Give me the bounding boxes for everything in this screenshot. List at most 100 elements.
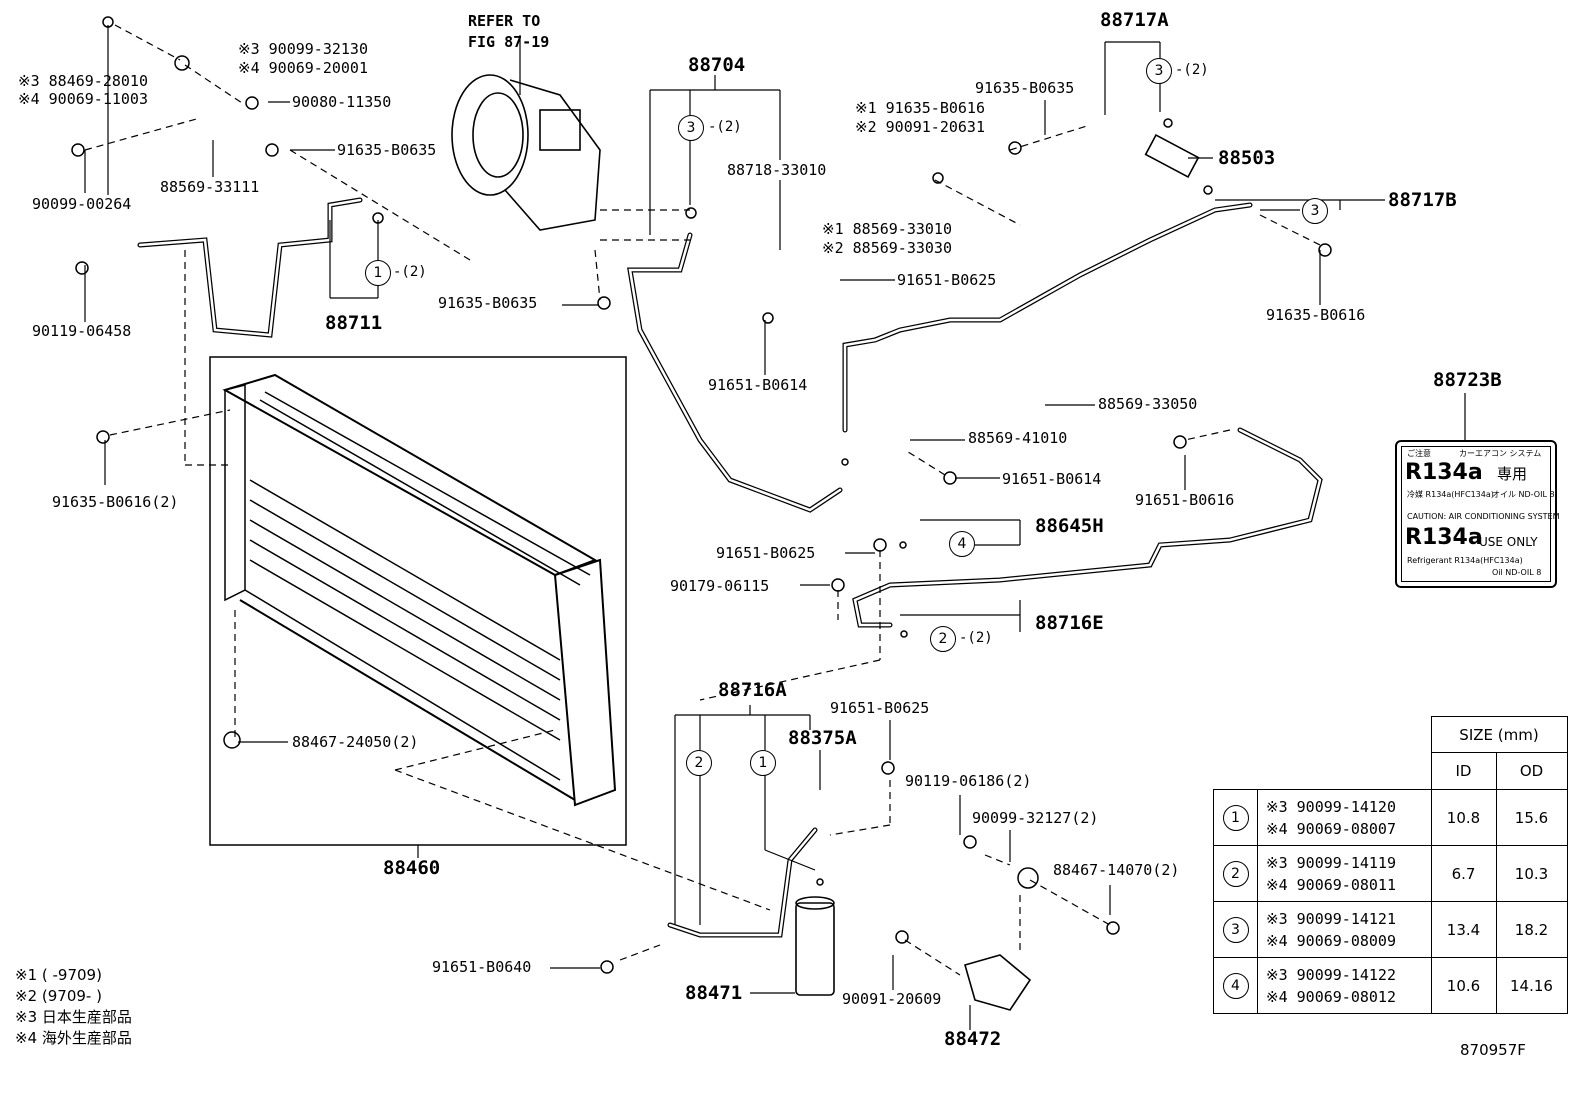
footnote-2: ※2 (9709- ): [15, 987, 102, 1005]
part-91635-B0616-s1: ※1 91635-B0616: [855, 99, 985, 117]
part-90119-06458: 90119-06458: [32, 322, 132, 340]
label-refrigerant-en: R134a: [1405, 525, 1483, 550]
label-en-suffix: USE ONLY: [1479, 535, 1538, 549]
table-row: 4 ※3 90099-14122※4 90069-08012 10.6 14.1…: [1213, 957, 1568, 1014]
part-90080-11350: 90080-11350: [292, 93, 392, 111]
part-88569-33050: 88569-33050: [1098, 395, 1198, 413]
callout-qty: -(2): [1175, 62, 1209, 78]
label-en-refrigerant-line: Refrigerant R134a(HFC134a): [1407, 556, 1523, 565]
part-91651-B0616: 91651-B0616: [1135, 491, 1235, 509]
part-90119-06186: 90119-06186(2): [905, 772, 1032, 790]
part-88717A: 88717A: [1100, 9, 1169, 31]
row-part-os: ※4 90069-08012: [1266, 987, 1396, 1006]
row-od: 15.6: [1495, 789, 1568, 846]
part-91651-B0625-a: 91651-B0625: [897, 271, 997, 289]
footnote-1: ※1 ( -9709): [15, 966, 102, 984]
callout-3: 3: [1146, 58, 1172, 84]
part-88471: 88471: [685, 982, 743, 1004]
callout-2: 2: [686, 750, 712, 776]
part-88375A: 88375A: [788, 727, 857, 749]
part-88716A: 88716A: [718, 679, 787, 701]
part-88569-33030: ※2 88569-33030: [822, 239, 952, 257]
row-id: 10.8: [1430, 789, 1497, 846]
col-od-header: OD: [1495, 752, 1568, 790]
part-91635-B0635-c: 91635-B0635: [975, 79, 1075, 97]
label-jp-system: カーエアコン システム: [1459, 449, 1542, 458]
footnote-4: ※4 海外生産部品: [15, 1029, 132, 1047]
part-90069-20001: ※4 90069-20001: [238, 59, 368, 77]
row-id: 13.4: [1430, 901, 1497, 958]
row-mark: 3: [1222, 916, 1249, 943]
row-od: 14.16: [1495, 957, 1568, 1014]
part-88718-33010: 88718-33010: [727, 161, 827, 179]
part-91651-B0614-a: 91651-B0614: [708, 376, 808, 394]
part-90091-20609: 90091-20609: [842, 990, 942, 1008]
part-88723B: 88723B: [1433, 369, 1502, 391]
row-mark: 2: [1222, 860, 1249, 887]
callout-1: 1: [365, 260, 391, 286]
part-88460: 88460: [383, 857, 441, 879]
part-88569-41010: 88569-41010: [968, 429, 1068, 447]
row-id: 6.7: [1430, 845, 1497, 902]
callout-qty: -(2): [708, 119, 742, 135]
callout-2: 2: [930, 626, 956, 652]
part-90099-32130: ※3 90099-32130: [238, 40, 368, 58]
part-88467-24050: 88467-24050(2): [292, 733, 419, 751]
footnote-3: ※3 日本生産部品: [15, 1008, 132, 1026]
part-88717B: 88717B: [1388, 189, 1457, 211]
callout-3: 3: [1302, 198, 1328, 224]
row-id: 10.6: [1430, 957, 1497, 1014]
part-91651-B0625-c: 91651-B0625: [830, 699, 930, 717]
part-88645H: 88645H: [1035, 515, 1104, 537]
row-mark: 1: [1222, 804, 1249, 831]
callout-qty: -(2): [959, 630, 993, 646]
part-88704: 88704: [688, 54, 746, 76]
figure-code: 870957F: [1460, 1041, 1526, 1059]
part-90099-00264: 90099-00264: [32, 195, 132, 213]
callout-3: 3: [678, 115, 704, 141]
row-part-jp: ※3 90099-14120: [1266, 797, 1396, 816]
row-part-jp: ※3 90099-14121: [1266, 909, 1396, 928]
callout-4: 4: [949, 531, 975, 557]
part-90069-11003: ※4 90069-11003: [18, 90, 148, 108]
row-part-jp: ※3 90099-14119: [1266, 853, 1396, 872]
part-88467-14070: 88467-14070(2): [1053, 861, 1180, 879]
part-88711: 88711: [325, 312, 383, 334]
compressor-drawing: [451, 74, 601, 231]
label-jp-suffix: 専用: [1497, 465, 1528, 483]
table-row: 3 ※3 90099-14121※4 90069-08009 13.4 18.2: [1213, 901, 1568, 958]
caution-label-inner: [1401, 446, 1551, 582]
label-refrigerant-jp: R134a: [1405, 460, 1483, 485]
part-88569-33111: 88569-33111: [160, 178, 260, 196]
refer-fig: FIG 87-19: [468, 33, 550, 51]
size-header: SIZE (mm): [1430, 716, 1568, 753]
callout-qty: -(2): [393, 264, 427, 280]
leader-lines: [84, 25, 1466, 1030]
part-91635-B0635-b: 91635-B0635: [438, 294, 538, 312]
row-part-os: ※4 90069-08007: [1266, 819, 1396, 838]
label-jp-refrigerant-line: 冷媒 R134a(HFC134a): [1407, 490, 1494, 499]
condenser-frame: [209, 356, 627, 846]
part-91651-B0640: 91651-B0640: [432, 958, 532, 976]
table-row: 2 ※3 90099-14119 ※4 90069-08011 6.7 10.3: [1213, 845, 1568, 902]
part-91635-B0616-r: 91635-B0616: [1266, 306, 1366, 324]
row-part-jp: ※3 90099-14122: [1266, 965, 1396, 984]
caution-label: ご注意 カーエアコン システム R134a 専用 冷媒 R134a(HFC134…: [1395, 440, 1560, 588]
fasteners: [71, 16, 1332, 974]
callout-1: 1: [750, 750, 776, 776]
part-88503: 88503: [1218, 147, 1276, 169]
label-en-oil-line: Oil ND-OIL 8: [1492, 568, 1542, 577]
part-88569-33010: ※1 88569-33010: [822, 220, 952, 238]
part-91635-B0635-a: 91635-B0635: [337, 141, 437, 159]
part-88716E: 88716E: [1035, 612, 1104, 634]
part-91651-B0614-b: 91651-B0614: [1002, 470, 1102, 488]
label-jp-oil-line: オイル ND-OIL 8: [1492, 490, 1555, 499]
row-od: 10.3: [1495, 845, 1568, 902]
part-91635-B0616-2: 91635-B0616(2): [52, 493, 179, 511]
row-part-os: ※4 90069-08011: [1266, 875, 1396, 894]
table-row: 1 ※3 90099-14120 ※4 90069-08007 10.8 15.6: [1213, 789, 1568, 846]
part-90091-20631: ※2 90091-20631: [855, 118, 985, 136]
dashed-leaders: [84, 24, 1321, 976]
